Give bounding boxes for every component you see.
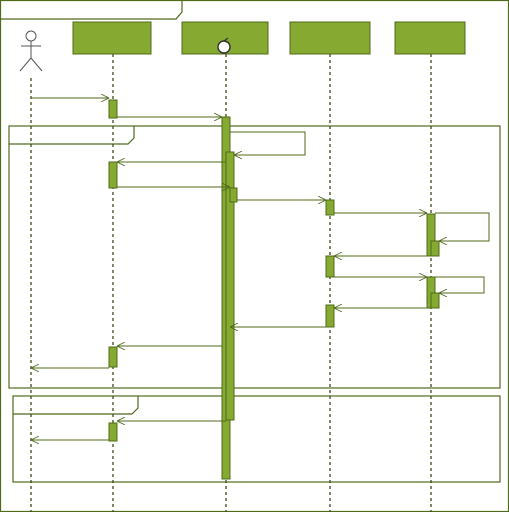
combined-fragment-1 xyxy=(8,125,501,389)
activation-p2-nested xyxy=(225,151,235,421)
diagram-name-tab xyxy=(0,0,183,20)
message-3-self xyxy=(230,131,306,155)
boundary-icon xyxy=(217,37,231,54)
activation-p4-4 xyxy=(430,292,440,309)
combined-fragment-2 xyxy=(12,395,501,483)
actor-icon xyxy=(19,30,43,72)
activation-p1-2 xyxy=(108,161,118,189)
fragment-2-tab xyxy=(13,396,139,415)
participant-1-head xyxy=(72,21,152,55)
activation-p4-2 xyxy=(430,240,440,257)
activation-p1-3 xyxy=(108,346,118,368)
message-8-self xyxy=(435,212,490,241)
activation-p3-1 xyxy=(325,199,335,216)
activation-p2-inner xyxy=(229,187,238,203)
message-11-self xyxy=(435,276,485,293)
fragment-1-tab xyxy=(9,126,135,145)
activation-p3-2 xyxy=(325,255,335,278)
participant-4-head xyxy=(394,21,466,55)
activation-p3-3 xyxy=(325,304,335,328)
activation-p1-1 xyxy=(108,99,118,119)
participant-3-head xyxy=(289,21,371,55)
activation-p1-4 xyxy=(108,422,118,442)
